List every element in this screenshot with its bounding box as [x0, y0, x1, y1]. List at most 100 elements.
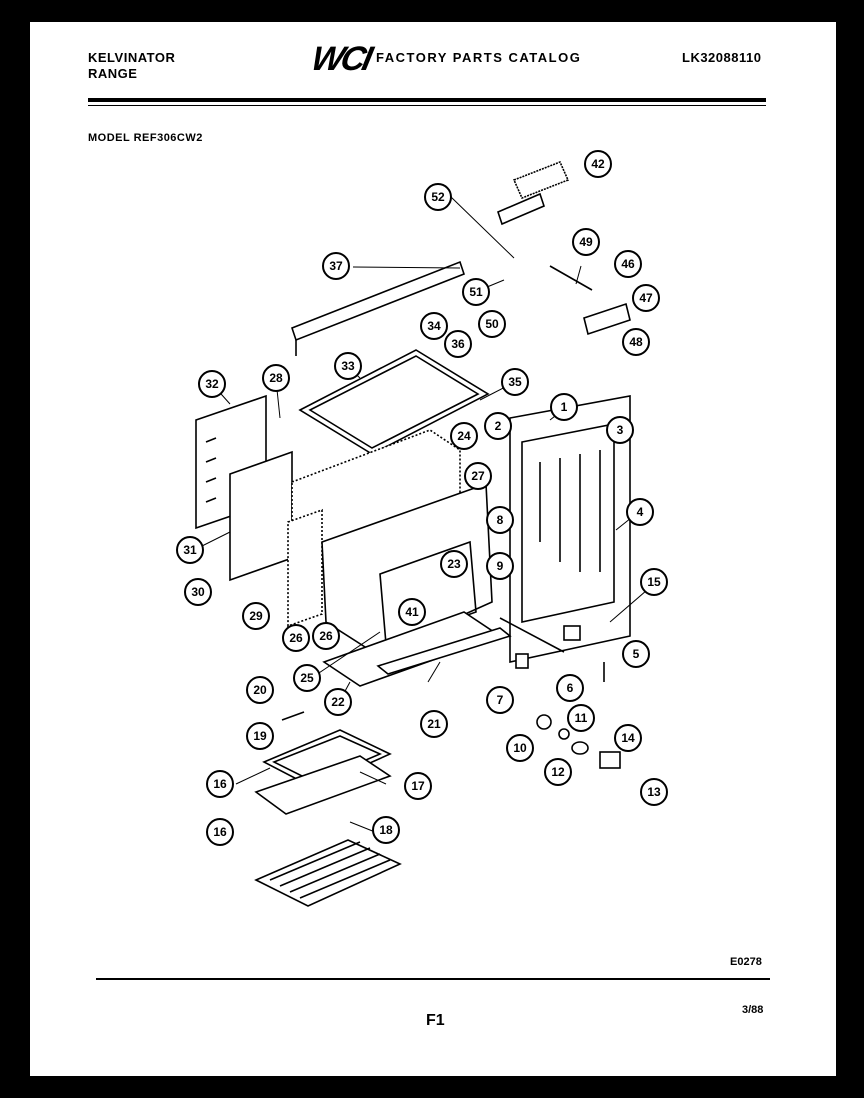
model-number: MODEL REF306CW2 [88, 132, 203, 144]
callout-circle [584, 150, 612, 178]
broiler-grid-part [254, 755, 392, 815]
callout-circle [282, 624, 310, 652]
callout-circle [324, 688, 352, 716]
callout-24: 24 [450, 422, 478, 450]
callout-label: 42 [591, 157, 605, 171]
callout-13: 13 [640, 778, 668, 806]
callout-27: 27 [464, 462, 492, 490]
callout-label: 26 [319, 629, 333, 643]
callout-11: 11 [567, 704, 595, 732]
callout-25: 25 [293, 664, 321, 692]
callout-circle [420, 312, 448, 340]
callout-label: 27 [471, 469, 485, 483]
callout-circle [246, 676, 274, 704]
callout-label: 2 [495, 419, 502, 433]
callout-label: 8 [497, 513, 504, 527]
callout-19: 19 [246, 722, 274, 750]
callout-label: 52 [431, 190, 445, 204]
callout-label: 5 [633, 647, 640, 661]
callout-circle [444, 330, 472, 358]
drawing-code: E0278 [730, 956, 762, 968]
callout-label: 26 [289, 631, 303, 645]
callout-label: 16 [213, 825, 227, 839]
callout-31: 31 [176, 536, 204, 564]
callout-label: 35 [508, 375, 522, 389]
callout-6: 6 [556, 674, 584, 702]
print-date: 3/88 [742, 1004, 764, 1016]
callout-29: 29 [242, 602, 270, 630]
callout-circle [606, 416, 634, 444]
callout-circle [506, 734, 534, 762]
header-rule [88, 98, 766, 102]
oven-rack-part [254, 839, 402, 907]
callout-label: 13 [647, 785, 661, 799]
callout-34: 34 [420, 312, 448, 340]
callout-41: 41 [398, 598, 426, 626]
callout-17: 17 [404, 772, 432, 800]
callout-label: 51 [469, 285, 483, 299]
callout-label: 33 [341, 359, 355, 373]
callout-32: 32 [198, 370, 226, 398]
brand-block: KELVINATOR RANGE [88, 50, 175, 82]
callout-36: 36 [444, 330, 472, 358]
callout-label: 47 [639, 291, 653, 305]
callout-label: 11 [575, 711, 588, 725]
diagram-drawing [195, 160, 631, 907]
callout-circle [550, 393, 578, 421]
callout-label: 6 [567, 681, 574, 695]
callout-circle [626, 498, 654, 526]
callout-circle [246, 722, 274, 750]
header-rule-thin [88, 105, 766, 106]
callout-circle [622, 328, 650, 356]
parts-sheet: KELVINATOR RANGE WCI FACTORY PARTS CATAL… [30, 22, 836, 1076]
top-rail-part [291, 260, 465, 342]
callout-16: 16 [206, 770, 234, 798]
catalog-title: FACTORY PARTS CATALOG [376, 50, 582, 65]
callout-label: 20 [253, 683, 267, 697]
callout-33: 33 [334, 352, 362, 380]
catalog-code: LK32088110 [682, 50, 762, 65]
callout-label: 9 [497, 559, 504, 573]
callout-label: 31 [183, 543, 197, 557]
callout-circle [242, 602, 270, 630]
callout-label: 12 [551, 765, 565, 779]
callout-30: 30 [184, 578, 212, 606]
callout-label: 25 [300, 671, 314, 685]
callout-35: 35 [501, 368, 529, 396]
callout-circle [614, 250, 642, 278]
callout-47: 47 [632, 284, 660, 312]
callout-label: 21 [427, 717, 441, 731]
callout-circle [484, 412, 512, 440]
callout-circle [206, 818, 234, 846]
callout-23: 23 [440, 550, 468, 578]
callout-circle [450, 422, 478, 450]
callout-circle [464, 462, 492, 490]
callout-label: 7 [497, 693, 504, 707]
callout-label: 29 [249, 609, 263, 623]
brand-name: KELVINATOR [88, 50, 176, 65]
callout-label: 16 [213, 777, 227, 791]
callout-9: 9 [486, 552, 514, 580]
callout-3: 3 [606, 416, 634, 444]
callout-label: 14 [621, 731, 635, 745]
callout-circle [372, 816, 400, 844]
callout-circle [486, 552, 514, 580]
callout-circle [462, 278, 490, 306]
callout-42: 42 [584, 150, 612, 178]
callout-circle [640, 568, 668, 596]
callout-label: 36 [451, 337, 465, 351]
callout-26: 26 [312, 622, 340, 650]
callout-48: 48 [622, 328, 650, 356]
callout-label: 22 [331, 695, 345, 709]
top-panel-part [298, 349, 490, 455]
callout-label: 41 [405, 605, 419, 619]
callout-circle [640, 778, 668, 806]
callout-circle [262, 364, 290, 392]
callout-46: 46 [614, 250, 642, 278]
callout-circle [322, 252, 350, 280]
callout-label: 23 [447, 557, 461, 571]
callout-52: 52 [424, 183, 452, 211]
callout-circle [206, 770, 234, 798]
callout-1: 1 [550, 393, 578, 421]
